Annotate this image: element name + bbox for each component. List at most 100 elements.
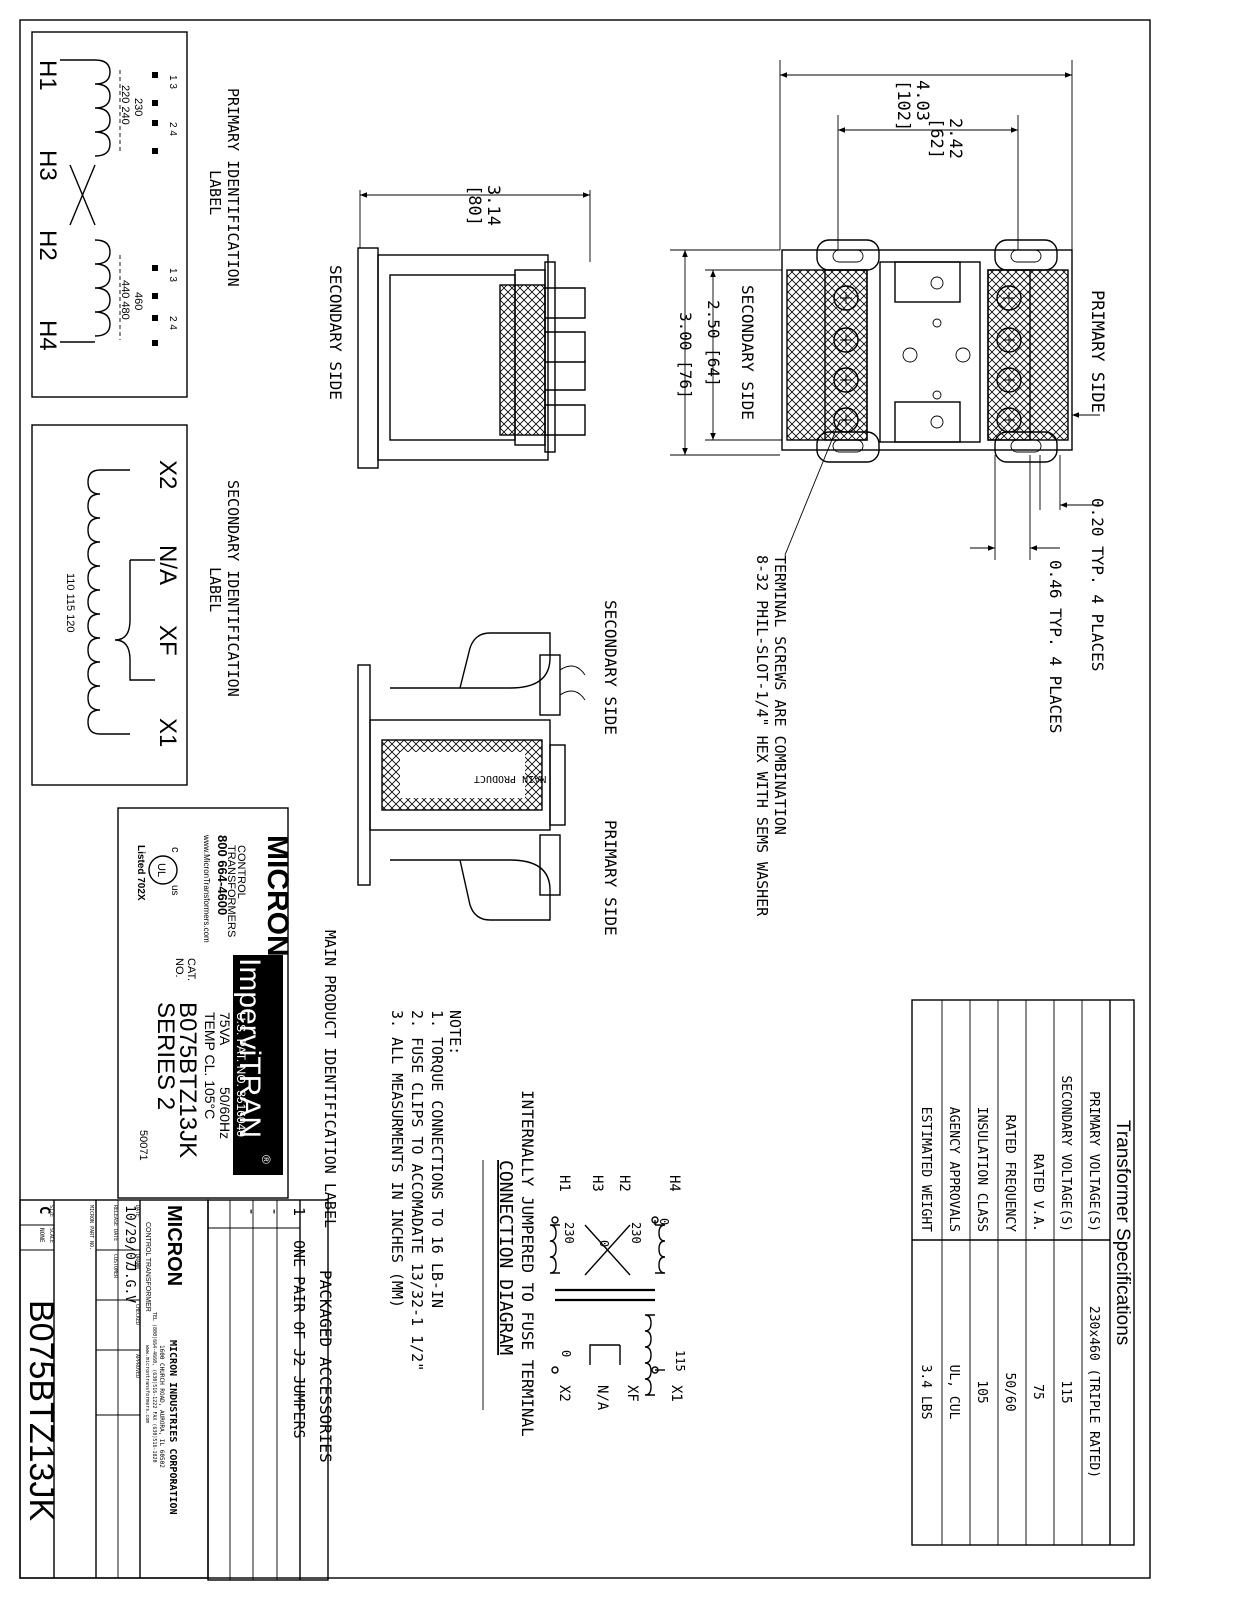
title-date: 10/29/07 <box>122 1205 137 1268</box>
secondary-winding-schematic <box>87 469 155 735</box>
accessory-qty-2: - <box>266 1207 284 1216</box>
secondary-range: 110 115 120 <box>64 573 76 633</box>
product-cat-no: B075BTZ13JK <box>174 1002 201 1158</box>
spec-row-value: 75 <box>1030 1384 1045 1400</box>
product-label <box>117 807 289 1199</box>
spec-row-label: PRIMARY VOLTAGE(S) <box>1086 1091 1101 1232</box>
product-va: 75VA <box>217 1012 233 1046</box>
note-1: 1. TORQUE CONNECTIONS TO 16 LB-IN <box>428 1010 446 1308</box>
title-size-label: SIZE <box>48 1205 54 1217</box>
spec-row-value: 230x460 (TRIPLE RATED) <box>1086 1306 1101 1478</box>
main-label-title-1: MAIN PRODUCT IDENTIFICATION LABEL <box>321 930 339 1228</box>
dim-depth: 3.14 <box>483 185 503 226</box>
title-date-label: DATE <box>134 1205 140 1217</box>
product-name-band <box>233 955 283 1175</box>
spec-row-value: 50/60 <box>1002 1372 1017 1411</box>
primary-h2: H2 <box>34 230 61 261</box>
product-code: 50071 <box>137 1130 149 1161</box>
title-part-label: MICRON PART NO. <box>88 1205 94 1250</box>
product-brand-sub-2: TRANSFORMERS <box>225 845 237 937</box>
product-register-mark: ® <box>259 1155 273 1164</box>
primary-lower-volts: 460 <box>132 292 144 310</box>
title-part-no: B075BTZ13JK <box>22 1300 60 1521</box>
spec-row-label: AGENCY APPROVALS <box>946 1107 961 1232</box>
conn-230b: 230 <box>562 1222 576 1244</box>
side-view-secondary <box>357 190 591 469</box>
primary-h3: H3 <box>34 150 61 181</box>
side-secondary-label-2: SECONDARY SIDE <box>601 600 620 735</box>
secondary-label-title-1: SECONDARY IDENTIFICATION <box>224 480 242 697</box>
title-contact: TEL (800)664-4660, (630)516-1222 FAX (63… <box>151 1312 157 1463</box>
spec-row-label: INSULATION CLASS <box>974 1107 989 1232</box>
connection-diagram <box>549 1216 666 1396</box>
title-scale: NONE <box>38 1228 45 1243</box>
primary-screw-icons <box>996 285 1022 433</box>
conn-title-1: INTERNALLY JUMPERED TO FUSE TERMINAL <box>518 1090 537 1437</box>
spec-row-value: 105 <box>974 1380 989 1403</box>
title-drawn-label: DRAWN <box>134 1254 140 1269</box>
conn-title-2: CONNECTION DIAGRAM <box>495 1160 516 1355</box>
secondary-na: N/A <box>154 545 181 585</box>
ul-c: c <box>169 847 181 853</box>
title-address: 1600 CHURCH ROAD, AURORA, IL 60502 <box>158 1345 165 1468</box>
primary-lower-range: 440 480 <box>119 280 131 320</box>
conn-x2: X2 <box>556 1385 572 1402</box>
spec-row-label: SECONDARY VOLTAGE(S) <box>1058 1075 1073 1232</box>
spec-row-label: RATED FREQUENCY <box>1002 1115 1017 1233</box>
top-view <box>670 60 1100 560</box>
accessories-title: PACKAGED ACCESSORIES <box>316 1270 335 1463</box>
title-logo: MICRON <box>163 1205 185 1286</box>
spec-row-value: 3.4 LBS <box>918 1365 933 1420</box>
conn-h2: H2 <box>616 1175 632 1192</box>
dim-overall-width-mm: [102] <box>893 80 913 131</box>
title-customer-label: CUSTOMER <box>112 1254 118 1279</box>
spec-row-label: RATED V.A. <box>1030 1154 1045 1232</box>
note-3: 3. ALL MEASURMENTS IN INCHES (MM) <box>388 1010 406 1308</box>
note-2: 2. FUSE CLIPS TO ACCOMADATE 13/32-1 1/2" <box>408 1010 426 1371</box>
title-scale-label: SCALE <box>48 1228 54 1243</box>
product-series: SERIES 2 <box>152 1002 179 1110</box>
primary-upper-volts: 230 <box>132 98 144 116</box>
dim-mount-spacing-mm: [62] <box>926 118 946 159</box>
product-patent: U.S. PAT. NO. 3516040 <box>234 1012 248 1137</box>
accessory-qty-1: 1 <box>290 1207 308 1216</box>
side-primary-label: PRIMARY SIDE <box>601 820 620 936</box>
product-phone: 800 664-4600 <box>215 835 230 915</box>
sheet-border <box>19 19 1151 1579</box>
primary-upper-range: 220 240 <box>119 85 131 125</box>
product-brand-sub-1: CONTROL <box>235 845 247 899</box>
product-no-label: NO. <box>173 958 185 978</box>
accessories-table <box>207 1199 329 1581</box>
product-web: www.MicronTransformers.com <box>202 834 211 943</box>
spec-row-label: ESTIMATED WEIGHT <box>918 1107 933 1232</box>
ul-listed-icon <box>148 855 178 885</box>
conn-zero-a: 0 <box>657 1218 671 1225</box>
spec-rows: PRIMARY VOLTAGE(S) 230x460 (TRIPLE RATED)… <box>918 1075 1101 1478</box>
conn-230a: 230 <box>629 1222 643 1244</box>
dim-mount-spacing: 2.42 <box>945 118 965 159</box>
dim-height-outer: 3.00 [76] <box>676 312 695 399</box>
ul-us: us <box>169 885 180 896</box>
conn-xf: XF <box>624 1385 640 1402</box>
secondary-label-title-2: LABEL <box>206 567 224 612</box>
title-approved-label: APPROVED <box>134 1354 140 1378</box>
secondary-xf: XF <box>154 625 181 656</box>
conn-h4: H4 <box>666 1175 682 1192</box>
secondary-label-panel <box>31 424 188 786</box>
conn-zero-b: 0 <box>597 1240 611 1247</box>
primary-label-panel <box>31 31 188 398</box>
primary-label-title-1: PRIMARY IDENTIFICATION <box>224 88 242 287</box>
product-brand: MICRON <box>261 835 294 957</box>
primary-h1: H1 <box>34 60 61 91</box>
primary-label-title-2: LABEL <box>206 170 224 215</box>
dim-slot-length: 0.46 TYP. 4 PLACES <box>1046 560 1065 733</box>
dim-depth-mm: [80] <box>464 185 484 226</box>
product-name: ImperviTRAN <box>233 958 266 1138</box>
ul-listed: Listed 702X <box>135 845 146 901</box>
top-primary-side-label: PRIMARY SIDE <box>1087 290 1107 413</box>
primary-upper-tap-24: 2 4 <box>167 122 178 136</box>
spec-row-value: UL, CUL <box>946 1365 961 1420</box>
primary-lower-tap-13: 1 3 <box>167 268 178 282</box>
